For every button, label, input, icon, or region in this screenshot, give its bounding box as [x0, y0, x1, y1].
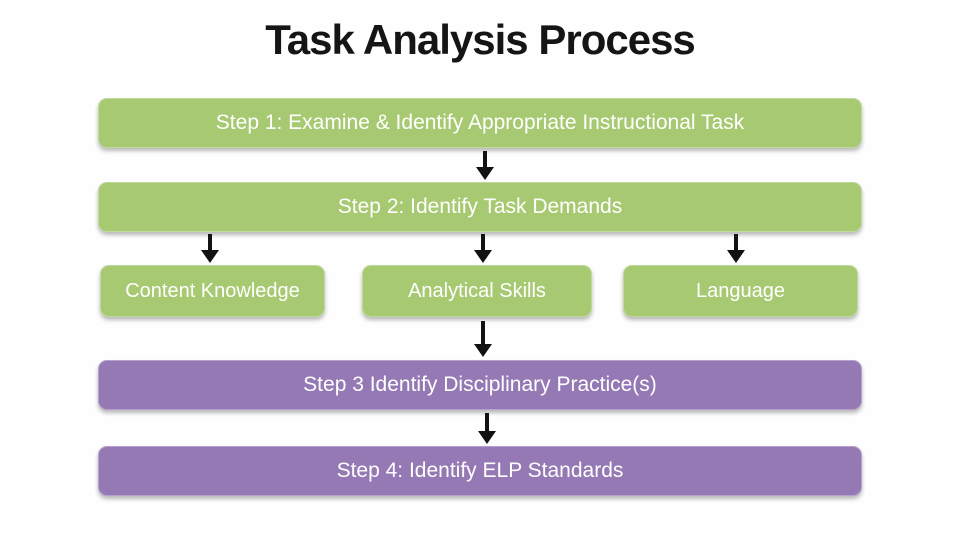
arrow-head — [474, 250, 492, 263]
arrow-stem — [208, 234, 212, 250]
page-title: Task Analysis Process — [265, 16, 696, 63]
arrow-head — [478, 431, 496, 444]
arrow-head — [201, 250, 219, 263]
arrow-step2-to-analytical-skills-icon — [474, 234, 492, 263]
arrow-head — [727, 250, 745, 263]
arrow-step2-to-content-knowledge-icon — [201, 234, 219, 263]
arrow-step1-to-step2-icon — [476, 151, 494, 180]
arrow-stem — [483, 151, 487, 167]
arrow-stem — [734, 234, 738, 250]
flow-step-1-box: Step 1: Examine & Identify Appropriate I… — [98, 98, 862, 148]
demand-analytical-skills-box: Analytical Skills — [362, 265, 592, 317]
arrow-step2-to-language-icon — [727, 234, 745, 263]
flow-step-3-box: Step 3 Identify Disciplinary Practice(s) — [98, 360, 862, 410]
demand-language-box: Language — [623, 265, 858, 317]
arrow-head — [476, 167, 494, 180]
arrow-stem — [485, 413, 489, 431]
arrow-stem — [481, 321, 485, 344]
arrow-demands-to-step3-icon — [474, 321, 492, 357]
flow-step-4-box: Step 4: Identify ELP Standards — [98, 446, 862, 496]
arrow-head — [474, 344, 492, 357]
flow-step-2-box: Step 2: Identify Task Demands — [98, 182, 862, 232]
demand-content-knowledge-box: Content Knowledge — [100, 265, 325, 317]
arrow-step3-to-step4-icon — [478, 413, 496, 444]
arrow-stem — [481, 234, 485, 250]
